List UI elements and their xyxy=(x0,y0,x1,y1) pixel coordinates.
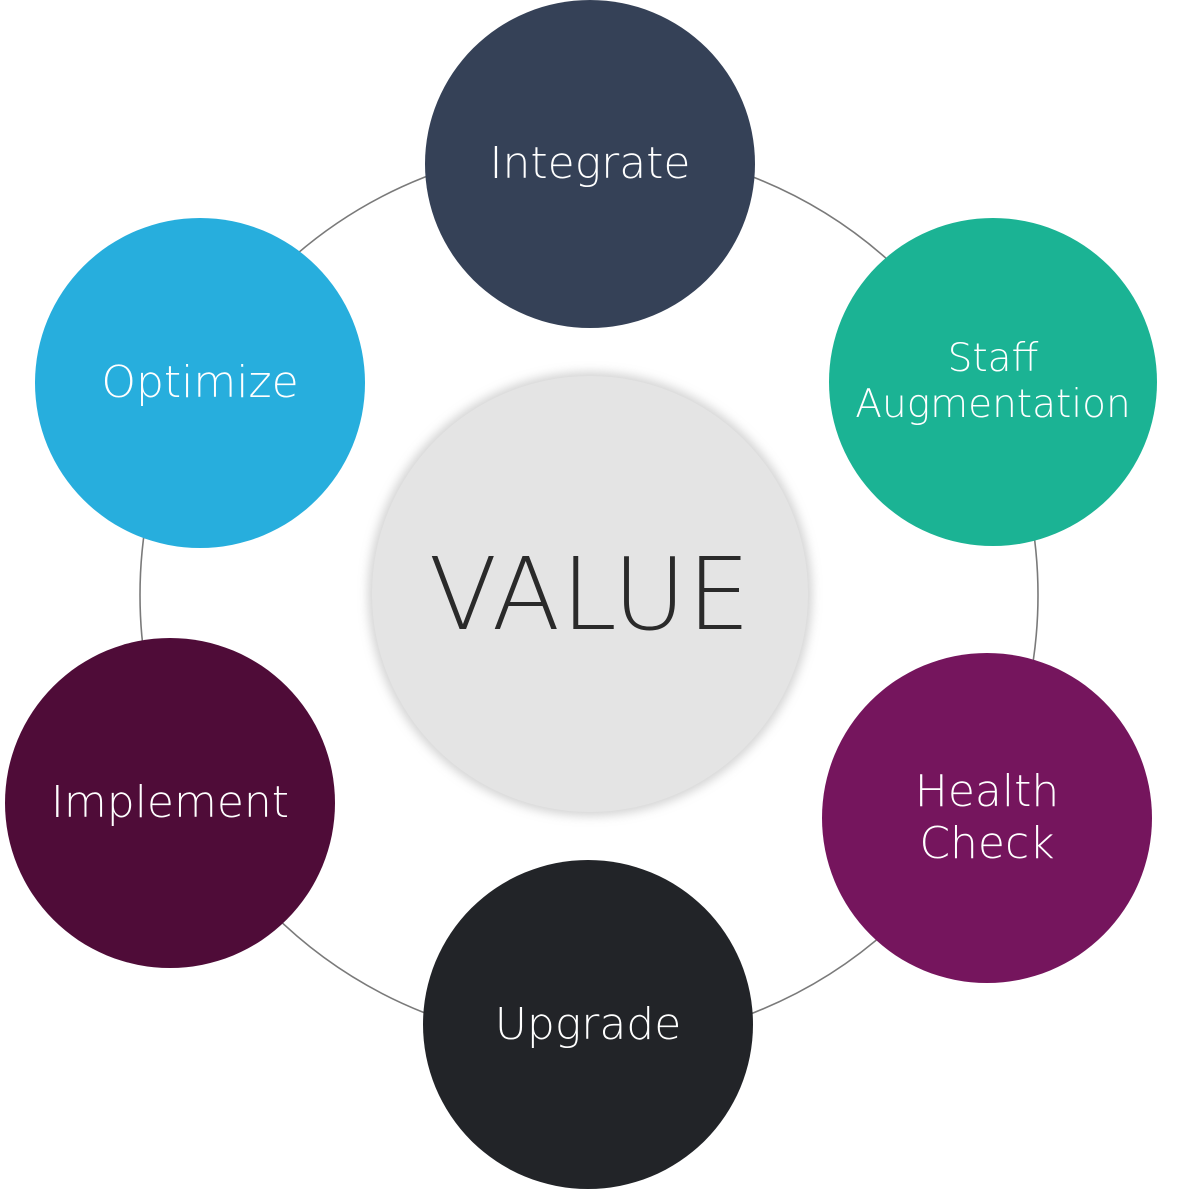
node-integrate: Integrate xyxy=(425,0,755,328)
node-integrate-line-1: Integrate xyxy=(489,138,691,190)
node-implement-label: Implement xyxy=(51,777,289,829)
node-optimize: Optimize xyxy=(35,218,365,548)
node-staff-augmentation-label: Staff Augmentation xyxy=(855,336,1130,428)
center-label: VALUE xyxy=(428,535,752,653)
node-health-check-line-2: Check xyxy=(919,818,1055,869)
node-optimize-line-1: Optimize xyxy=(101,357,299,409)
node-upgrade-line-1: Upgrade xyxy=(494,998,682,1050)
node-staff-augmentation-line-1: Staff xyxy=(947,335,1039,381)
node-implement: Implement xyxy=(5,638,335,968)
node-staff-augmentation: Staff Augmentation xyxy=(829,218,1157,546)
node-health-check: Health Check xyxy=(822,653,1152,983)
node-health-check-label: Health Check xyxy=(915,766,1059,870)
center-circle: VALUE xyxy=(372,376,808,812)
node-optimize-label: Optimize xyxy=(101,357,298,409)
node-upgrade-label: Upgrade xyxy=(495,999,682,1051)
node-staff-augmentation-line-2: Augmentation xyxy=(855,382,1131,427)
node-health-check-line-1: Health xyxy=(914,766,1060,818)
node-implement-line-1: Implement xyxy=(50,777,290,829)
node-upgrade: Upgrade xyxy=(423,860,753,1189)
node-integrate-label: Integrate xyxy=(490,138,691,190)
